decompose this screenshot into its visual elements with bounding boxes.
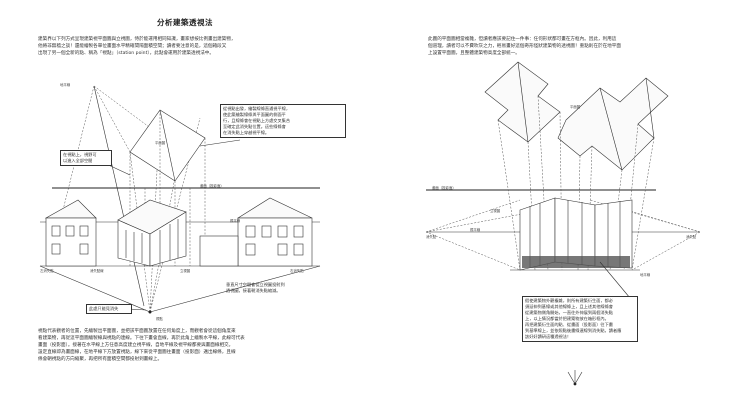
label-picture-plane-right: 畫面（投影面） (432, 186, 456, 190)
page-title: 分析建築透視法 (157, 18, 213, 27)
note-vertical-dimensions: 垂直尺寸空間會從立視圖投射到 透視圖，接著朝消失點縮減。 (226, 282, 285, 293)
plan-right-wing (557, 77, 669, 171)
left-page: 分析建築透視法 建築界以下列方式呈現建築視平面圖與立視圖，侍於能運用相同知識，畫… (38, 18, 346, 362)
label-vp-right-right: 消失點 (686, 235, 697, 239)
label-vp-right: 右消失點 (290, 269, 304, 273)
label-horizon-right: 視平線 (470, 228, 481, 232)
left-perspective-diagram (39, 85, 321, 314)
note-complex-building: 假使建築物外觀複雜，則所有建築衍生面，都必 須延伸到基線或其他線條上，且上述其他… (522, 296, 638, 342)
label-ground-right: 地平線 (640, 273, 651, 277)
note-station-lines: 從視點出發，繪製線條直通視平線， 使此築繪製線條與平面圖的側面平 行，且線條會在… (220, 104, 346, 138)
label-house: 地平線 (60, 83, 71, 87)
plan-left-wing (484, 61, 561, 143)
label-horizon: 視平線 (230, 219, 241, 223)
right-perspective-diagram (425, 61, 701, 386)
label-picture-plane: 畫面（投影面） (200, 184, 224, 188)
label-elevation-right: 立視圖 (490, 209, 501, 213)
note-field-of-view: 在視點上，視野可 以進入全部空間 (60, 150, 112, 166)
intro-paragraph: 建築界以下列方式呈現建築視平面圖與立視圖，侍於能運用相同知識，畫家想按比例畫出建… (38, 37, 236, 56)
label-elevation: 立視圖 (180, 269, 191, 273)
label-plan: 平面圖 (155, 141, 166, 145)
note-bottom: 此處只能見消失 (86, 304, 132, 314)
right-page: 此圖的平面圖相當複雜，但讀者應該要記住一件事：任何形狀都可畫在方框內。因此，利用… (370, 0, 740, 408)
label-vp-left: 左消失點 (40, 269, 54, 273)
label-ground-line: 消失點線 (90, 269, 104, 273)
intro-paragraph-right: 此圖的平面圖相當複雜，但讀者應該要記住一件事：任何形狀都可畫在方框內。因此，利用… (428, 37, 621, 56)
label-vp-left-right: 消失點 (426, 235, 437, 239)
label-plan-right: 平面圖 (570, 105, 581, 109)
label-station-point: 視點 (156, 317, 163, 321)
bottom-paragraph: 視點代表觀者的位置，先繪製出平面圖，並把該平面圖放置在任何角度上，而觀者會從這個… (38, 329, 245, 362)
